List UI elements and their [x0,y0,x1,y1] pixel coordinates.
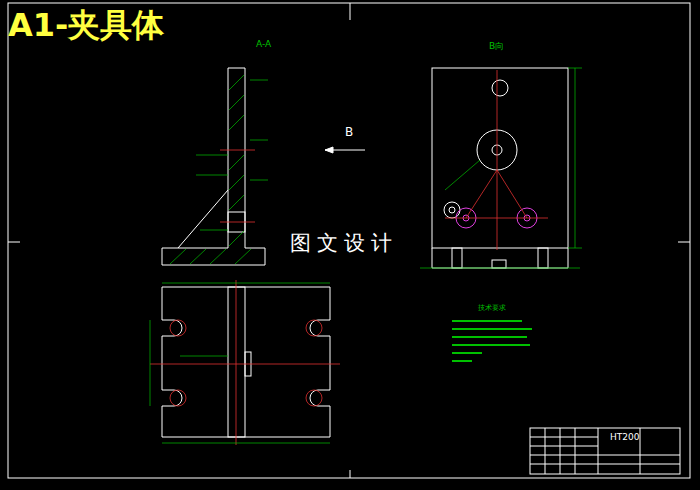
drawing-title: A1-夹具体 [8,8,164,43]
material-cell: HT200 [610,433,639,443]
view-label: B向 [489,42,504,52]
watermark: 图文设计 [287,232,401,255]
notes-heading: 技术要求 [478,305,506,313]
section-label: A-A [256,40,271,50]
view-arrow-label: B [345,126,353,139]
